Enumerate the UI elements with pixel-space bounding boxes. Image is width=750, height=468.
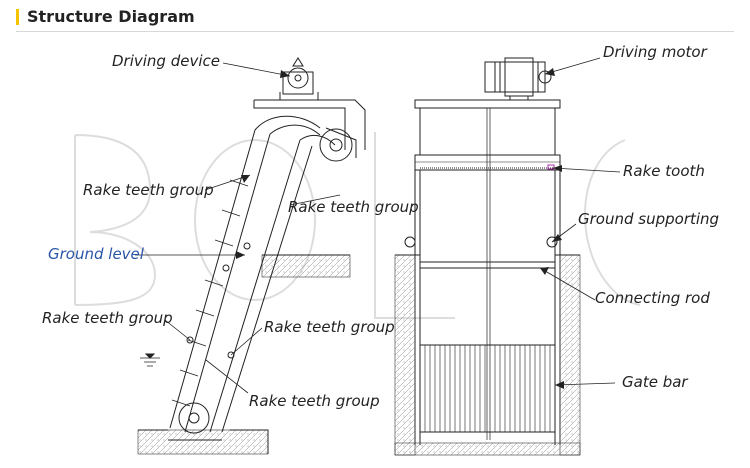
label-rake-teeth-group-4: Rake teeth group bbox=[264, 318, 395, 336]
header-divider bbox=[16, 31, 734, 32]
label-driving-device: Driving device bbox=[112, 52, 220, 70]
label-gate-bar: Gate bar bbox=[622, 373, 688, 391]
label-rake-tooth: Rake tooth bbox=[623, 162, 705, 180]
label-rake-teeth-group-3: Rake teeth group bbox=[42, 309, 173, 327]
label-ground-level: Ground level bbox=[48, 245, 144, 263]
label-rake-teeth-group-2: Rake teeth group bbox=[288, 198, 419, 216]
page-title: Structure Diagram bbox=[27, 7, 195, 26]
label-driving-motor: Driving motor bbox=[603, 43, 707, 61]
arrow-heads bbox=[236, 68, 564, 389]
label-connecting-rod: Connecting rod bbox=[595, 289, 710, 307]
label-rake-teeth-group-1: Rake teeth group bbox=[83, 181, 214, 199]
title-accent-bar bbox=[16, 9, 19, 25]
label-ground-supporting: Ground supporting bbox=[578, 210, 720, 228]
label-rake-teeth-group-5: Rake teeth group bbox=[249, 392, 380, 410]
side-view bbox=[137, 57, 366, 455]
watermark bbox=[74, 132, 641, 319]
front-view bbox=[394, 57, 581, 456]
header: Structure Diagram bbox=[0, 0, 750, 34]
